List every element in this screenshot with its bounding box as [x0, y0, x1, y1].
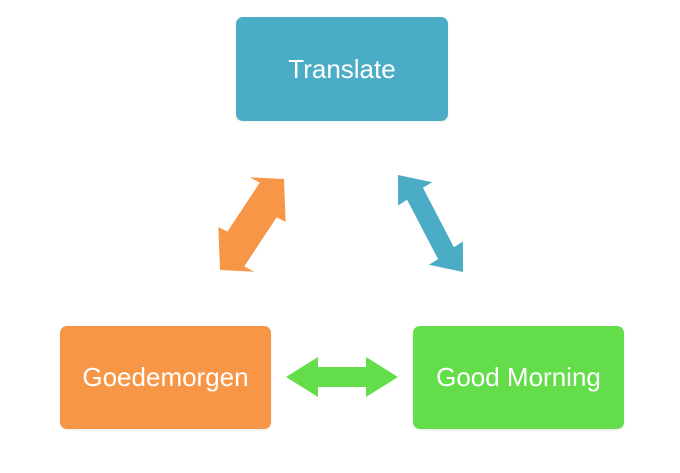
goedemorgen-label: Goedemorgen [82, 362, 249, 392]
good-morning-label: Good Morning [436, 362, 601, 392]
translate-label: Translate [288, 53, 396, 84]
double-arrow-goedemorgen-translate [218, 177, 286, 272]
double-arrow-goedemorgen-goodmorning [286, 357, 398, 397]
translate-box: Translate [236, 17, 448, 121]
goedemorgen-box: Goedemorgen [60, 326, 271, 429]
double-arrow-goodmorning-translate [398, 175, 463, 272]
good-morning-box: Good Morning [413, 326, 624, 429]
